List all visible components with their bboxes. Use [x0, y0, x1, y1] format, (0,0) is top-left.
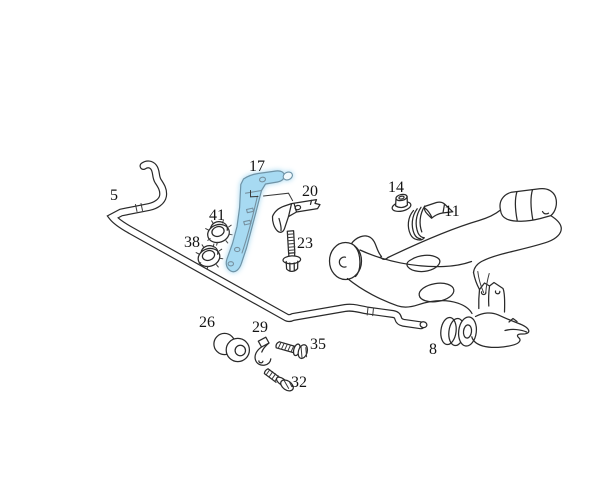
boss-inner-bore: [338, 256, 347, 268]
callout-8[interactable]: 8: [429, 341, 437, 358]
control-arm-rear-bushing: [499, 188, 558, 222]
bolt32-threads: [265, 369, 279, 382]
nut-cap: [209, 221, 228, 231]
callout-26[interactable]: 26: [199, 314, 215, 331]
knuckle-neck: [472, 271, 481, 291]
callout-17[interactable]: 17: [249, 158, 265, 175]
arm-inner-contour: [359, 249, 473, 268]
bolt23-hex-head: [285, 260, 299, 273]
part-shape-nut-41[interactable]: [205, 219, 233, 246]
knuckle-leader-lines: [477, 271, 490, 294]
nut-serrations: [205, 219, 233, 246]
part-shape-flange-nut-14[interactable]: [391, 193, 412, 213]
link-foot-hole-1: [233, 246, 241, 253]
clamp-tab: [423, 201, 454, 219]
link-top-hole: [258, 176, 267, 183]
callout-29[interactable]: 29: [252, 319, 268, 336]
nut-inner: [211, 225, 225, 238]
leader-line-20: [250, 190, 294, 202]
bolt35-head-facets: [300, 345, 308, 359]
arm-lower-left-edge: [346, 277, 473, 315]
part-shape-stabilizer-link[interactable]: [225, 170, 293, 273]
part-shape-bolt-32[interactable]: [263, 368, 295, 393]
boss-right-face: [353, 245, 361, 278]
nut14-bore: [398, 195, 405, 200]
callout-35[interactable]: 35: [310, 336, 326, 353]
link-slots: [243, 207, 255, 226]
clamp-tab-folds: [424, 203, 446, 219]
link-body: [225, 170, 285, 273]
arm-ellipse-hole: [418, 282, 455, 303]
clamp29-hole: [258, 360, 264, 364]
clamp29-strip: [254, 342, 272, 366]
knuckle-bracket-holes: [480, 290, 501, 296]
bar-end-cap: [419, 321, 428, 329]
callout-14[interactable]: 14: [388, 179, 404, 196]
link-pin: [282, 171, 293, 181]
knuckle-details: [504, 317, 528, 333]
bolt23-threads: [287, 233, 296, 251]
spool-disc-1: [440, 316, 457, 346]
callout-20[interactable]: 20: [302, 183, 318, 200]
callout-5[interactable]: 5: [110, 187, 118, 204]
knuckle-body: [471, 312, 530, 349]
rear-bushing-facets: [514, 189, 534, 222]
bushing-bore: [234, 344, 247, 357]
bolt35-head: [297, 344, 309, 360]
callout-32[interactable]: 32: [291, 374, 307, 391]
bolt32-head-facets: [283, 379, 293, 389]
control-arm-left-boss: [328, 241, 363, 281]
spool-bore: [462, 324, 473, 339]
clamp-band: [407, 205, 426, 241]
callout-labels: 5 17 20 23 41 38 14 11 8 26 29 35 32: [110, 158, 460, 391]
part-shape-mounting-bracket[interactable]: [271, 198, 321, 233]
bushing-front-face: [225, 337, 251, 363]
part-shape-bushing-clamp[interactable]: [254, 336, 272, 366]
link-foot-hole-2: [227, 261, 235, 267]
clamp29-tab: [257, 336, 270, 348]
part-shape-stabilizer-bar[interactable]: [106, 160, 428, 330]
callout-11[interactable]: 11: [444, 203, 459, 220]
arm-right-lower-edge: [472, 214, 562, 274]
knuckle-bracket: [478, 281, 506, 313]
bar-collar-marks-left: [135, 203, 143, 212]
part-shape-clamp-bracket[interactable]: [407, 201, 454, 241]
bolt35-threads: [277, 341, 295, 353]
callout-23[interactable]: 23: [297, 235, 313, 252]
part-shape-stabilizer-bushing[interactable]: [213, 332, 251, 363]
part-shape-bolt-23[interactable]: [282, 230, 302, 273]
arm-slot-cutout: [406, 254, 441, 273]
bolt23-flange: [282, 255, 302, 265]
callout-41[interactable]: 41: [209, 207, 225, 224]
bracket-hole: [294, 204, 302, 211]
callout-38[interactable]: 38: [184, 234, 200, 251]
nut-outer-rim: [207, 223, 230, 244]
bracket-outline: [271, 198, 321, 233]
bar-collar-marks-right: [366, 307, 374, 317]
part-shape-bolt-35[interactable]: [275, 341, 309, 360]
arm-top-hump: [350, 235, 383, 258]
rear-bushing-mark: [541, 210, 550, 215]
arm-top-edge: [387, 209, 502, 259]
part-shape-lower-control-arm[interactable]: [328, 188, 562, 349]
bar-fill: [108, 161, 424, 329]
